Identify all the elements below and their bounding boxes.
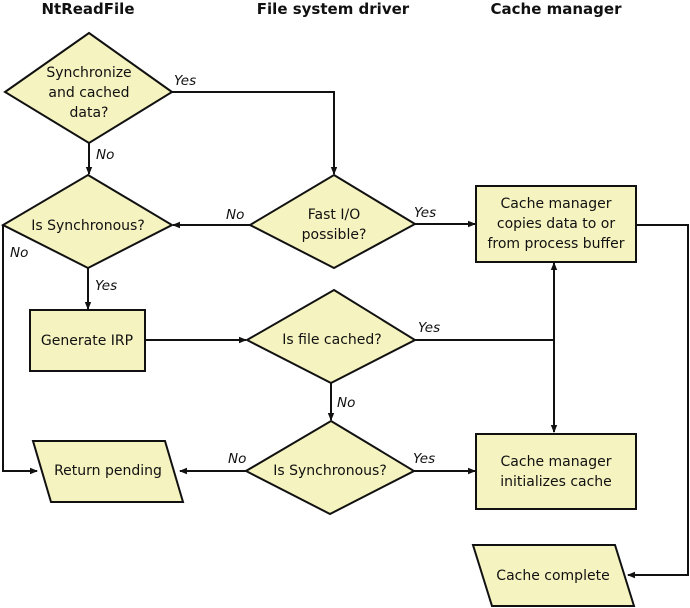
- decision-is-synchronous-top: Is Synchronous?: [0, 173, 175, 270]
- process-cache-manager-initializes-cache: Cache manager initializes cache: [475, 433, 637, 510]
- edge-label-yes: Yes: [95, 278, 117, 294]
- node-text-line: from process buffer: [487, 236, 624, 252]
- edge-labels: Yes No No Yes Yes No Yes No No Yes: [10, 73, 440, 467]
- node-text-line: and cached: [48, 85, 129, 101]
- process-cache-manager-copies-data: Cache manager copies data to or from pro…: [475, 185, 637, 263]
- edge-label-yes: Yes: [418, 320, 440, 336]
- edge-sync-cached-yes: [172, 91, 338, 175]
- edge-label-yes: Yes: [414, 205, 436, 221]
- column-header-ntreadfile: NtReadFile: [41, 0, 134, 18]
- node-text-line: Generate IRP: [41, 333, 133, 349]
- decision-is-file-cached: Is file cached?: [244, 288, 418, 385]
- decision-is-synchronous-bottom: Is Synchronous?: [243, 419, 417, 516]
- edge-is-sync-top-no: [2, 225, 38, 475]
- io-cache-complete: Cache complete: [471, 544, 636, 607]
- node-text-line: Is Synchronous?: [31, 218, 145, 234]
- edge-cm-copies-to-complete: [627, 224, 689, 579]
- process-generate-irp: Generate IRP: [29, 309, 146, 372]
- column-header-file-system-driver: File system driver: [257, 0, 410, 18]
- io-return-pending: Return pending: [31, 440, 185, 503]
- edge-label-no: No: [337, 395, 355, 411]
- node-text-line: Synchronize: [46, 65, 131, 81]
- node-text-line: Is file cached?: [282, 332, 381, 348]
- node-text-line: Is Synchronous?: [273, 463, 387, 479]
- edge-label-no: No: [10, 245, 28, 261]
- edge-label-no: No: [228, 451, 246, 467]
- node-text-line: initializes cache: [500, 474, 612, 490]
- decision-synchronize-and-cached-data: Synchronize and cached data?: [3, 31, 174, 145]
- node-text-line: Return pending: [54, 463, 162, 479]
- node-text-line: Cache manager: [501, 454, 612, 470]
- node-text-line: Cache manager: [501, 196, 612, 212]
- connectors: [2, 91, 689, 579]
- node-text-line: Cache complete: [496, 568, 609, 584]
- edge-label-yes: Yes: [413, 451, 435, 467]
- edge-label-yes: Yes: [174, 73, 196, 89]
- node-text-line: copies data to or: [497, 216, 615, 232]
- decision-fast-io-possible: Fast I/O possible?: [247, 173, 418, 270]
- column-header-cache-manager: Cache manager: [491, 0, 623, 18]
- node-text-line: Fast I/O: [308, 207, 360, 223]
- node-text-line: possible?: [302, 227, 367, 243]
- edge-label-no: No: [226, 207, 244, 223]
- edge-label-no: No: [96, 147, 114, 163]
- node-text-line: data?: [70, 105, 109, 121]
